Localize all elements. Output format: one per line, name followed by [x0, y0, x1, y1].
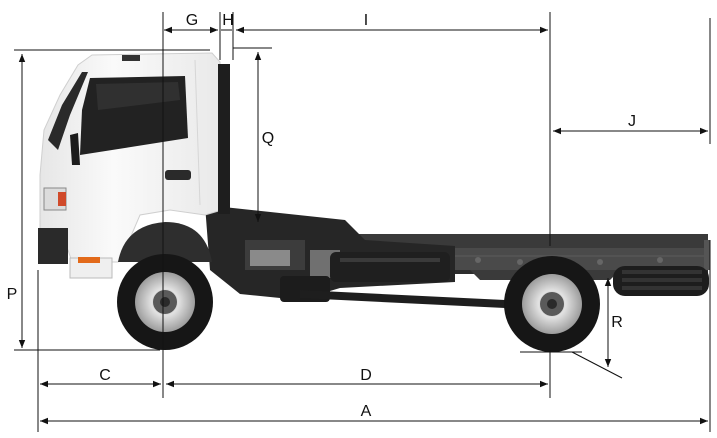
truck-illustration: [38, 52, 710, 352]
engine-transmission: [205, 205, 455, 302]
front-wheel: [117, 254, 213, 350]
departure-angle-line: [571, 351, 623, 379]
dimension-d-label: D: [360, 367, 372, 384]
dimension-r-label: R: [611, 314, 623, 331]
roof-marker-icon: [122, 55, 140, 61]
spare-tire: [613, 266, 709, 296]
dimension-i-label: I: [364, 12, 368, 29]
dimension-h-label: H: [222, 12, 234, 29]
drive-shaft: [300, 290, 505, 308]
side-mirror-icon: [70, 133, 80, 165]
dimension-g-label: G: [186, 12, 198, 29]
dimension-annotations: G H I J Q P R C D A: [7, 12, 711, 432]
door-handle-icon: [165, 170, 191, 180]
dimension-j-label: J: [628, 113, 636, 130]
exhaust-stack: [218, 64, 230, 214]
dimension-a-label: A: [361, 403, 372, 420]
cab: [38, 52, 230, 279]
rear-wheel: [504, 256, 600, 352]
front-bumper: [38, 228, 68, 264]
dimension-q-label: Q: [262, 130, 274, 147]
dimension-p-label: P: [7, 286, 18, 303]
dimension-c-label: C: [99, 367, 111, 384]
reflector-icon: [78, 257, 100, 263]
